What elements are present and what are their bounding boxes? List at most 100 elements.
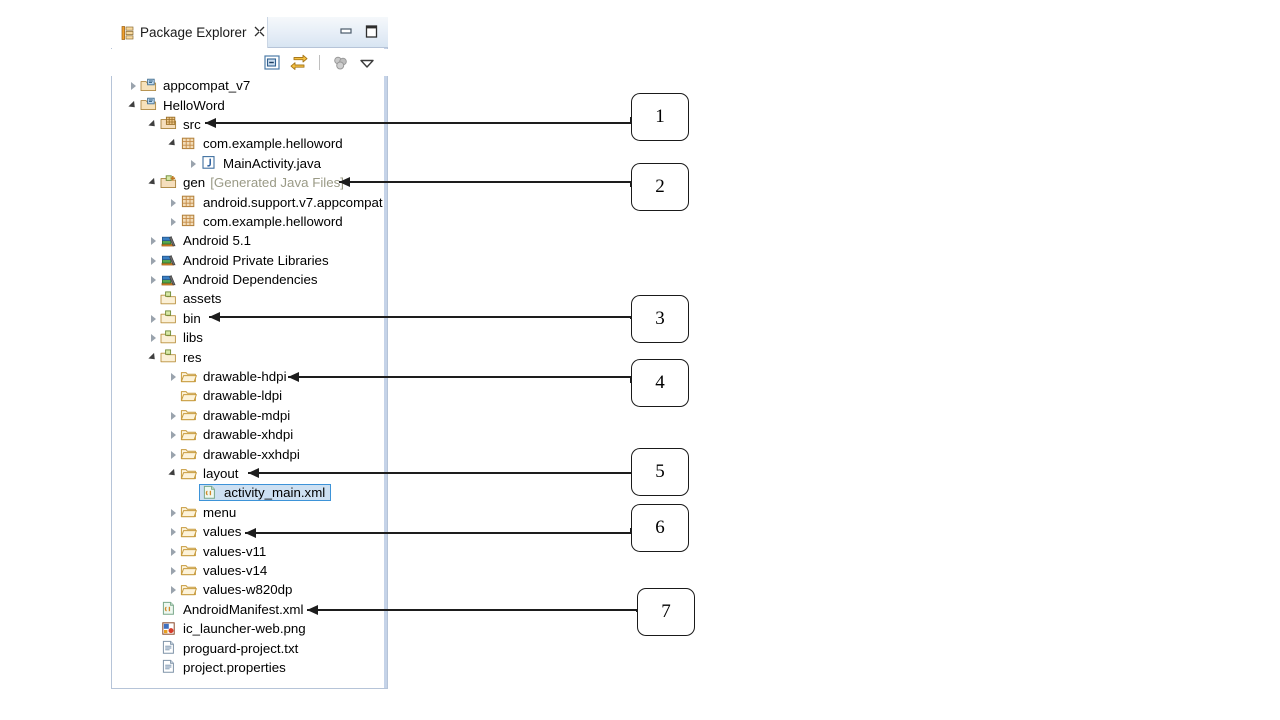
tree-row-label: values — [203, 524, 242, 540]
callout-leader-line — [307, 609, 637, 611]
java-project-icon — [140, 97, 158, 113]
tree-row[interactable]: src — [112, 115, 384, 134]
selected-tree-item[interactable]: activity_main.xml — [199, 484, 332, 502]
expand-arrow-right-icon[interactable] — [147, 234, 160, 247]
tree-row[interactable]: drawable-xxhdpi — [112, 444, 384, 463]
focus-on-active-task-icon[interactable] — [331, 54, 349, 72]
tree-row[interactable]: com.example.helloword — [112, 212, 384, 231]
callout-arrowhead-icon — [205, 118, 216, 128]
project-tree[interactable]: appcompat_v7 HelloWord src com.example.h… — [112, 76, 384, 686]
tree-row[interactable]: android.support.v7.appcompat — [112, 192, 384, 211]
tab-label: Package Explorer — [140, 25, 247, 40]
callout-leader-line — [248, 472, 631, 474]
tree-row-label: activity_main.xml — [224, 485, 326, 501]
expand-arrow-right-icon[interactable] — [167, 196, 180, 209]
expand-arrow-right-icon[interactable] — [147, 273, 160, 286]
expand-arrow-right-icon[interactable] — [167, 583, 180, 596]
tree-row[interactable]: Android 5.1 — [112, 231, 384, 250]
tree-row[interactable]: HelloWord — [112, 95, 384, 114]
tree-row-label: menu — [203, 504, 237, 520]
tree-row[interactable]: MainActivity.java — [112, 154, 384, 173]
expand-arrow-right-icon[interactable] — [167, 428, 180, 441]
callout-number: 2 — [655, 176, 665, 197]
minimize-icon[interactable] — [340, 25, 353, 43]
expand-arrow-right-icon[interactable] — [167, 564, 180, 577]
tree-row[interactable]: values-v11 — [112, 541, 384, 560]
expand-arrow-right-icon[interactable] — [187, 157, 200, 170]
expand-arrow-down-icon[interactable] — [147, 351, 160, 364]
expand-arrow-right-icon[interactable] — [167, 370, 180, 383]
java-file-icon — [200, 155, 218, 171]
callout-number: 7 — [661, 601, 671, 622]
tree-row[interactable]: drawable-hdpi — [112, 367, 384, 386]
expand-arrow-right-icon[interactable] — [167, 545, 180, 558]
folder-icon — [180, 504, 198, 520]
folder-icon — [180, 427, 198, 443]
tree-row[interactable]: menu — [112, 503, 384, 522]
tree-row[interactable]: assets — [112, 289, 384, 308]
tree-spacer — [187, 486, 200, 499]
tree-row[interactable]: project.properties — [112, 658, 384, 677]
expand-arrow-right-icon[interactable] — [147, 331, 160, 344]
expand-arrow-right-icon[interactable] — [167, 506, 180, 519]
collapse-all-icon[interactable] — [263, 54, 281, 72]
expand-arrow-down-icon[interactable] — [167, 467, 180, 480]
folder-icon — [180, 369, 198, 385]
expand-arrow-right-icon[interactable] — [127, 79, 140, 92]
callout-number: 1 — [655, 106, 665, 127]
callout-badge: 7 — [637, 588, 695, 636]
tab-package-explorer[interactable]: Package Explorer — [111, 17, 268, 48]
folder-icon — [180, 524, 198, 540]
callout-arrowhead-icon — [339, 177, 350, 187]
link-with-editor-icon[interactable] — [290, 54, 308, 72]
callout-leader-vertical — [636, 610, 638, 612]
expand-arrow-right-icon[interactable] — [167, 215, 180, 228]
tree-row[interactable]: drawable-xhdpi — [112, 425, 384, 444]
tree-row[interactable]: activity_main.xml — [112, 483, 384, 502]
tree-row[interactable]: AndroidManifest.xml — [112, 600, 384, 619]
expand-arrow-right-icon[interactable] — [167, 448, 180, 461]
callout-number: 3 — [655, 308, 665, 329]
callout-number: 6 — [655, 517, 665, 538]
tree-row-label: AndroidManifest.xml — [183, 601, 304, 617]
folder-icon — [180, 407, 198, 423]
tree-row[interactable]: values-w820dp — [112, 580, 384, 599]
tree-row[interactable]: bin — [112, 309, 384, 328]
callout-leader-vertical — [630, 377, 632, 383]
tree-row[interactable]: libs — [112, 328, 384, 347]
expand-arrow-right-icon[interactable] — [167, 409, 180, 422]
callout-leader-vertical — [630, 182, 632, 187]
panel-right-edge — [384, 48, 387, 688]
tree-row[interactable]: drawable-mdpi — [112, 406, 384, 425]
callout-badge: 2 — [631, 163, 689, 211]
tree-row[interactable]: com.example.helloword — [112, 134, 384, 153]
tree-row-label: proguard-project.txt — [183, 640, 299, 656]
tree-row[interactable]: gen[Generated Java Files] — [112, 173, 384, 192]
tree-row[interactable]: res — [112, 347, 384, 366]
tree-row[interactable]: appcompat_v7 — [112, 76, 384, 95]
close-icon[interactable] — [254, 26, 265, 39]
tree-row[interactable]: Android Private Libraries — [112, 251, 384, 270]
text-file-icon — [160, 640, 178, 656]
expand-arrow-down-icon[interactable] — [127, 99, 140, 112]
library-icon — [160, 272, 178, 288]
tree-row[interactable]: ic_launcher-web.png — [112, 619, 384, 638]
tree-row[interactable]: drawable-ldpi — [112, 386, 384, 405]
expand-arrow-down-icon[interactable] — [147, 176, 160, 189]
view-menu-icon[interactable] — [358, 54, 376, 72]
expand-arrow-down-icon[interactable] — [147, 118, 160, 131]
tree-row[interactable]: proguard-project.txt — [112, 638, 384, 657]
callout-number: 4 — [655, 372, 665, 393]
expand-arrow-right-icon[interactable] — [147, 254, 160, 267]
expand-arrow-down-icon[interactable] — [167, 137, 180, 150]
maximize-icon[interactable] — [365, 25, 378, 43]
tree-row[interactable]: values — [112, 522, 384, 541]
tree-row[interactable]: Android Dependencies — [112, 270, 384, 289]
expand-arrow-right-icon[interactable] — [167, 525, 180, 538]
tree-row[interactable]: values-v14 — [112, 561, 384, 580]
expand-arrow-right-icon[interactable] — [147, 312, 160, 325]
tree-spacer — [147, 622, 160, 635]
tree-row[interactable]: layout — [112, 464, 384, 483]
tree-row-label: gen — [183, 175, 206, 191]
tree-row-label: HelloWord — [163, 97, 225, 113]
